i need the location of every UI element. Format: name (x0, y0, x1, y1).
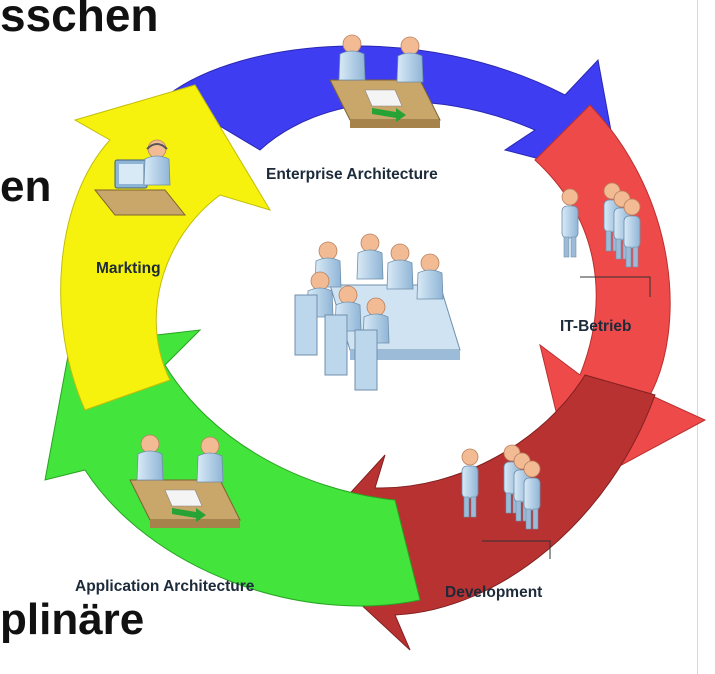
background-text-middle: en (0, 162, 52, 211)
cycle-arrow-blue (167, 45, 621, 181)
label-markting: Markting (96, 260, 161, 277)
team-icon-development (461, 444, 551, 559)
page-right-rule (697, 0, 698, 674)
operator-icon (93, 139, 187, 216)
label-development: Development (445, 584, 542, 601)
team-icon (561, 182, 651, 297)
label-enterprise-architecture: Enterprise Architecture (266, 166, 438, 183)
desk-meeting-icon (329, 34, 441, 128)
label-it-betrieb: IT-Betrieb (560, 318, 631, 335)
desk-meeting-icon-application (129, 434, 241, 528)
background-text-top: sschen (0, 0, 159, 41)
cycle-arrow-yellow (60, 84, 272, 411)
meeting-table-icon (294, 233, 461, 391)
cycle-arrow-green (44, 329, 421, 607)
background-text-bottom: plinäre (0, 595, 145, 644)
label-application-architecture: Application Architecture (75, 578, 255, 595)
